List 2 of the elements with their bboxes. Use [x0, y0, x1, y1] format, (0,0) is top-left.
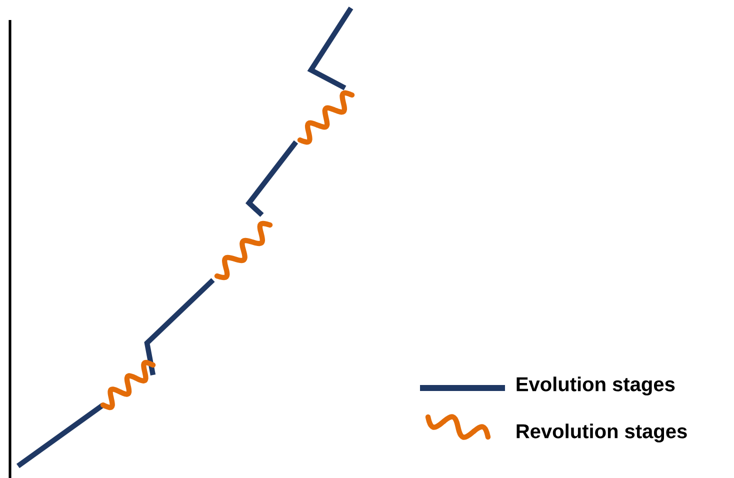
legend-text: Evolution stages [516, 376, 675, 396]
legend-text: Revolution stages [516, 424, 687, 442]
